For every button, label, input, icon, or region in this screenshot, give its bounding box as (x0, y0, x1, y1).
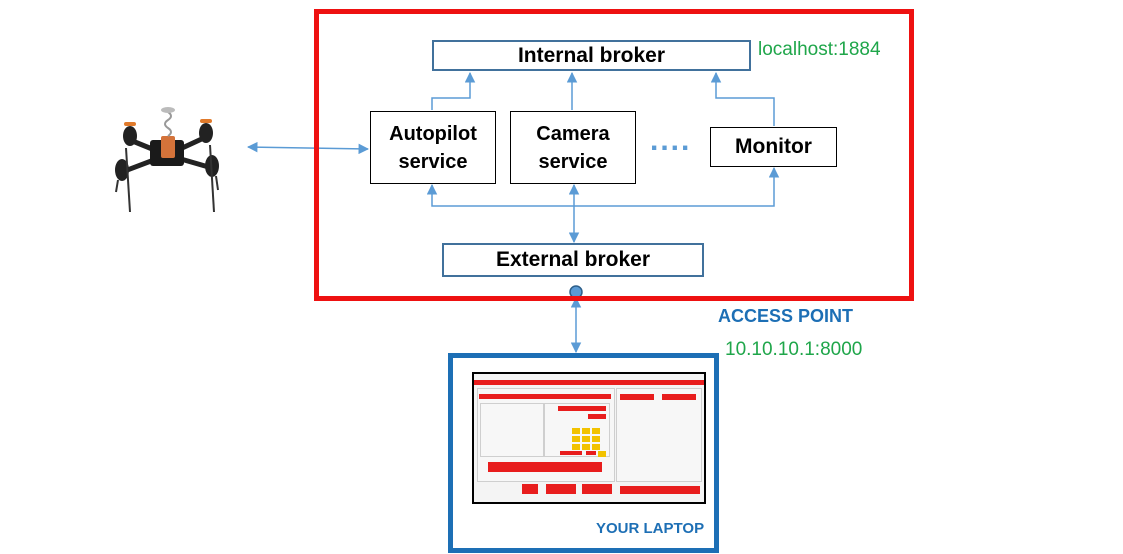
laptop-frame (448, 353, 719, 553)
thumb-nav-btn (582, 444, 590, 450)
thumb-bottom-button-3 (582, 484, 612, 494)
autopilot-service-box: Autopilot service (370, 111, 496, 184)
thumb-nav-btn (572, 428, 580, 434)
external-broker-label: External broker (495, 248, 651, 271)
thumb-land-button (560, 451, 582, 455)
thumb-arm-button (558, 406, 606, 411)
camera-service-box: Camera service (510, 111, 636, 184)
onboard-computer-frame (314, 9, 914, 301)
drone-icon (115, 107, 219, 213)
thumb-nav-btn (572, 436, 580, 442)
thumb-connect-bar (479, 394, 611, 399)
thumb-takeoff-button (588, 414, 606, 419)
access-point-label: ACCESS POINT (718, 306, 854, 326)
thumb-right-panel (616, 388, 702, 482)
thumb-nav-btn (582, 436, 590, 442)
bus-to-monitor-arrow (574, 166, 780, 207)
thumb-nav-btn (592, 428, 600, 434)
bus-to-autopilot-arrow (426, 183, 574, 207)
internal-broker-box: Internal broker (432, 40, 751, 71)
laptop-label: YOUR LAPTOP (596, 520, 705, 537)
thumb-nav-btn (582, 428, 590, 434)
more-services-ellipsis: .... (650, 124, 692, 157)
camera-service-label: Camera service (536, 122, 610, 173)
autopilot-service-label: Autopilot service (389, 122, 477, 173)
monitor-to-internal-arrow (710, 71, 775, 126)
access-point-address: 10.10.10.1:8000 (725, 339, 863, 360)
drone-autopilot-link (246, 141, 370, 155)
thumb-nav-btn (572, 444, 580, 450)
thumb-take-picture-button (620, 394, 654, 400)
thumb-title-bar (474, 380, 704, 385)
thumb-telemetry-panel (480, 403, 544, 457)
thumb-nav-btn (592, 444, 600, 450)
monitor-service-box: Monitor (710, 127, 837, 167)
thumb-video-button (662, 394, 696, 400)
external-broker-box: External broker (442, 243, 704, 277)
dashboard-screenshot-thumbnail (472, 372, 706, 504)
internal-broker-label: Internal broker (517, 43, 666, 67)
thumb-rtl-button (586, 451, 596, 455)
thumb-bottom-button-4 (620, 486, 700, 494)
internal-broker-address: localhost:1884 (758, 39, 881, 60)
thumb-telemetry-button (488, 462, 602, 472)
autopilot-to-internal-arrow (431, 71, 476, 110)
thumb-bottom-button-1 (522, 484, 538, 494)
thumb-bottom-button-2 (546, 484, 576, 494)
thumb-stop-btn (598, 451, 606, 457)
thumb-nav-btn (592, 436, 600, 442)
monitor-service-label: Monitor (735, 135, 812, 158)
